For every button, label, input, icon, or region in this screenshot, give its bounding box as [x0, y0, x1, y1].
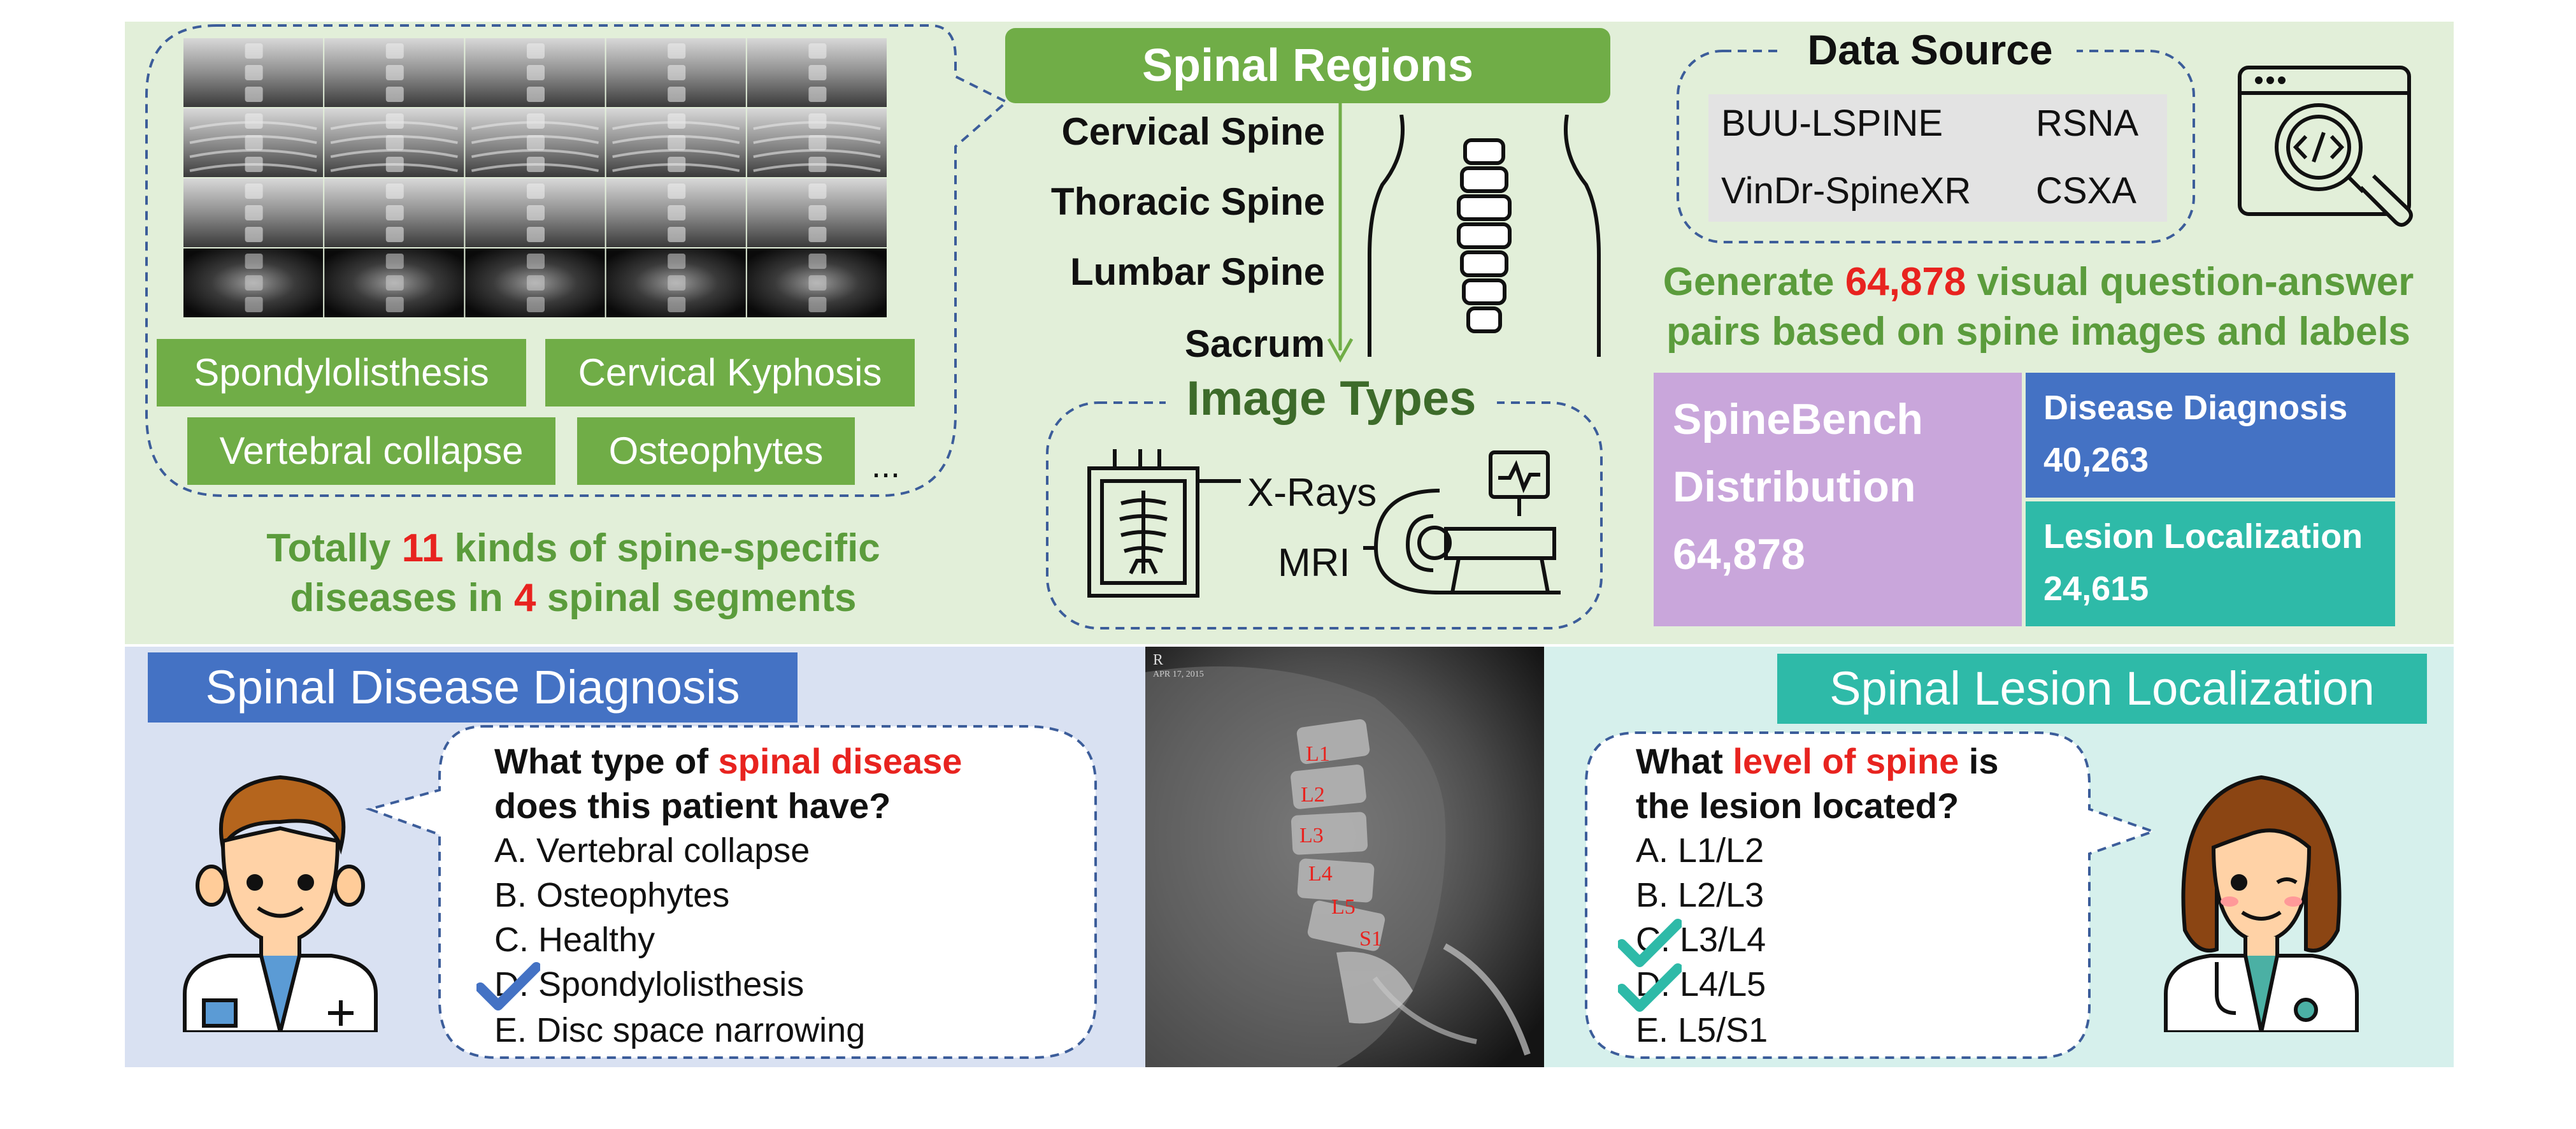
vertebra-label-l2: L2: [1301, 783, 1325, 807]
spine-thumbnail: [324, 248, 464, 317]
diagnosis-option-c[interactable]: C. Healthy: [494, 921, 655, 959]
xray-date: APR 17, 2015: [1153, 670, 1204, 679]
distribution-total: 64,878: [1673, 530, 1805, 579]
distribution-localization-box: Lesion Localization 24,615: [2026, 501, 2395, 626]
more-ellipsis: ...: [871, 447, 901, 485]
region-thoracic: Thoracic Spine: [1050, 180, 1325, 223]
tag-vertebral-collapse: Vertebral collapse: [187, 417, 555, 485]
vertebra-label-l1: L1: [1306, 742, 1330, 766]
data-source-table: [1708, 94, 2167, 222]
diagnosis-option-d[interactable]: D. Spondylolisthesis: [494, 965, 805, 1003]
data-source-outline: [1677, 50, 2195, 243]
localization-correct-check-icon-2: [1618, 963, 1682, 1012]
region-lumbar: Lumbar Spine: [1070, 250, 1325, 293]
image-type-mri: MRI: [1278, 541, 1350, 585]
diagnosis-question-bubble: [365, 725, 1097, 1059]
diagnosis-option-a[interactable]: A. Vertebral collapse: [494, 831, 810, 870]
vertebra-label-l3: L3: [1299, 824, 1324, 847]
spine-thumbnail: [747, 108, 887, 177]
localization-count-value: 24,615: [2043, 570, 2149, 608]
vertebra-label-s1: S1: [1359, 927, 1382, 951]
disease-summary: Totally 11 kinds of spine-specific disea…: [266, 526, 880, 620]
localization-option-b[interactable]: B. L2/L3: [1636, 876, 1764, 914]
localization-count-label: Lesion Localization: [2043, 517, 2363, 556]
source-rsna: RSNA: [2036, 103, 2139, 144]
spine-thumbnail: [324, 178, 464, 247]
vertebra-label-l5: L5: [1331, 895, 1356, 919]
diagnosis-title: Spinal Disease Diagnosis: [148, 652, 798, 723]
image-types-title: Image Types: [1166, 371, 1497, 426]
spine-thumbnail: [747, 178, 887, 247]
spine-thumbnail: [465, 108, 605, 177]
xray-machine-icon: [1087, 449, 1241, 598]
localization-option-a[interactable]: A. L1/L2: [1636, 831, 1764, 870]
diagnosis-option-b[interactable]: B. Osteophytes: [494, 876, 730, 914]
distribution-total-box: SpineBench Distribution 64,878: [1654, 373, 2022, 626]
region-arrow: [1327, 102, 1354, 363]
spine-thumbnail: [606, 248, 746, 317]
tag-osteophytes: Osteophytes: [577, 417, 855, 485]
spine-thumbnail: [606, 178, 746, 247]
lumbar-xray-image: R APR 17, 2015 L1 L2 L3 L4 L5 S1: [1145, 647, 1544, 1067]
spine-thumbnail: [465, 38, 605, 107]
distribution-diagnosis-box: Disease Diagnosis 40,263: [2026, 373, 2395, 498]
localization-correct-check-icon-1: [1618, 919, 1682, 967]
xray-corner-marker: R: [1153, 652, 1164, 668]
region-sacrum: Sacrum: [1184, 322, 1325, 365]
spinal-regions-title: Spinal Regions: [1005, 28, 1610, 103]
diagnosis-count-value: 40,263: [2043, 441, 2149, 479]
distribution-title-2: Distribution: [1673, 463, 1916, 511]
spine-thumbnail: [324, 38, 464, 107]
diagnosis-option-e[interactable]: E. Disc space narrowing: [494, 1011, 866, 1049]
tag-spondylolisthesis: Spondylolisthesis: [157, 339, 526, 406]
male-doctor-icon: [183, 775, 378, 1032]
image-type-xrays: X-Rays: [1247, 471, 1377, 515]
localization-question-bubble: [1585, 731, 2157, 1059]
localization-option-e[interactable]: E. L5/S1: [1636, 1011, 1768, 1049]
distribution-title-1: SpineBench: [1673, 395, 1923, 443]
spine-thumbnail: [183, 248, 324, 317]
spine-thumbnail: [747, 248, 887, 317]
generate-summary: Generate 64,878 visual question-answer p…: [1663, 260, 2414, 354]
vertebra-label-l4: L4: [1308, 862, 1333, 886]
source-buu-lspine: BUU-LSPINE: [1721, 103, 1943, 144]
spine-image-grid: [183, 38, 887, 317]
spine-thumbnail: [183, 108, 324, 177]
spine-thumbnail: [606, 108, 746, 177]
source-vindr-spinexr: VinDr-SpineXR: [1721, 170, 1971, 212]
spine-thumbnail: [183, 38, 324, 107]
tag-cervical-kyphosis: Cervical Kyphosis: [545, 339, 915, 406]
spine-thumbnail: [465, 178, 605, 247]
diagnosis-count-label: Disease Diagnosis: [2043, 389, 2348, 427]
female-doctor-icon: [2164, 775, 2359, 1032]
region-cervical: Cervical Spine: [1061, 110, 1325, 153]
disease-bubble-outline: [145, 24, 1009, 497]
code-search-icon: [2238, 66, 2413, 227]
spine-thumbnail: [465, 248, 605, 317]
source-csxa: CSXA: [2036, 170, 2136, 212]
localization-question: What level of spine is the lesion locate…: [1636, 741, 1999, 826]
spine-thumbnail: [747, 38, 887, 107]
spine-thumbnail: [183, 178, 324, 247]
localization-title: Spinal Lesion Localization: [1777, 654, 2427, 724]
spine-torso-icon: [1368, 115, 1601, 357]
data-source-title: Data Source: [1784, 25, 2077, 74]
mri-machine-icon: [1363, 450, 1561, 594]
diagnosis-question: What type of spinal disease does this pa…: [494, 741, 962, 826]
spine-thumbnail: [606, 38, 746, 107]
spine-thumbnail: [324, 108, 464, 177]
diagnosis-correct-check-icon: [476, 962, 540, 1010]
